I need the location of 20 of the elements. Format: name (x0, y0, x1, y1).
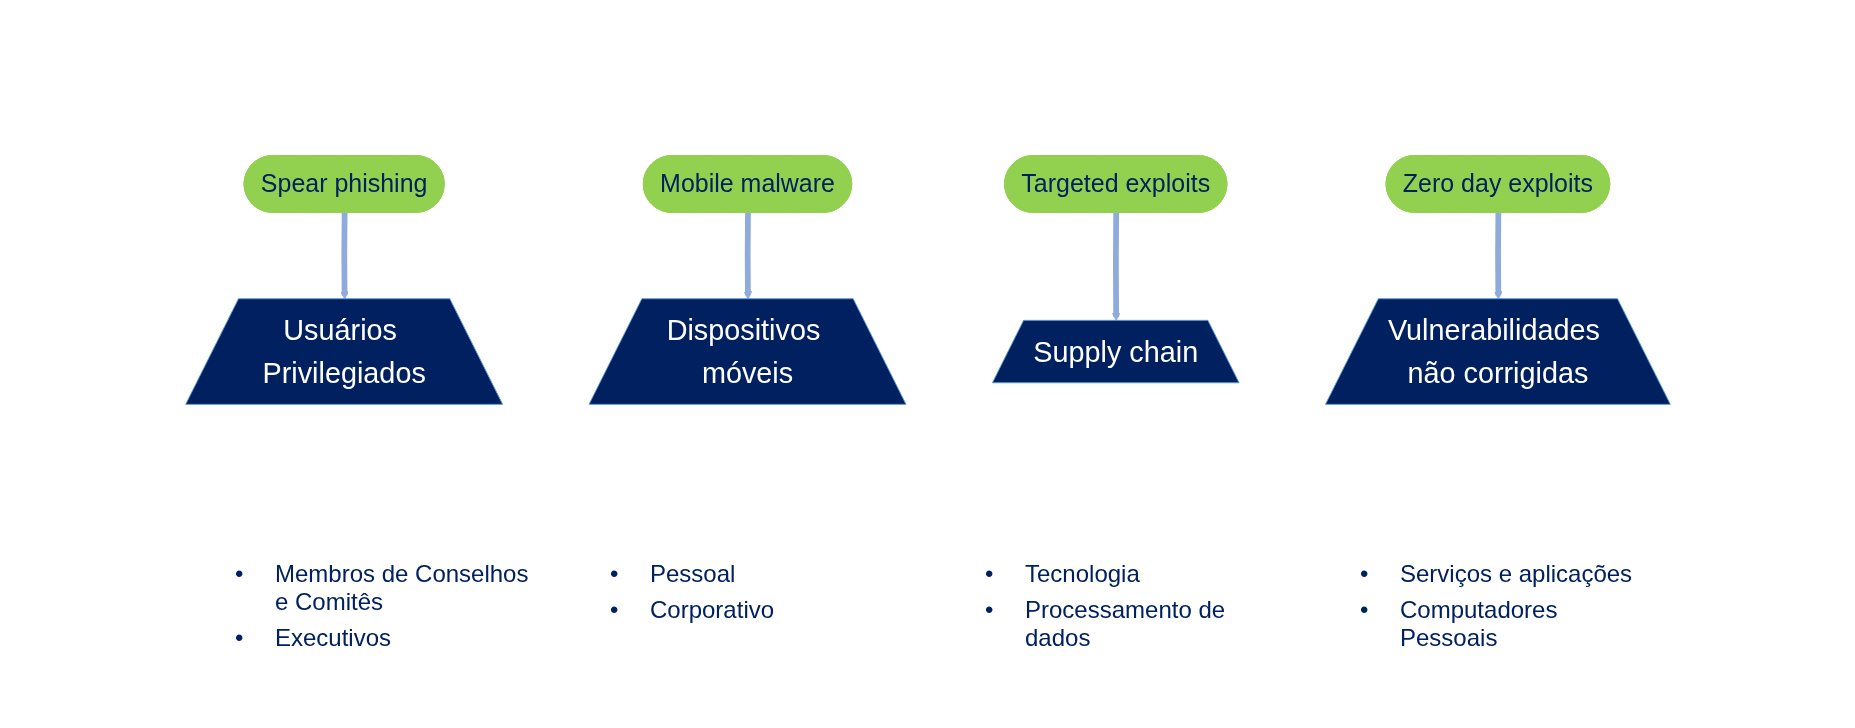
bullet-marker: • (610, 560, 620, 588)
bullet-text: Executivos (275, 624, 392, 652)
bullet-marker: • (985, 560, 995, 588)
bullet-marker: • (610, 596, 620, 624)
arrow (339, 212, 349, 300)
arrow (1493, 212, 1502, 300)
bullet-text: Corporativo (650, 596, 775, 624)
bullet-text: Processamento de dados (1025, 596, 1227, 652)
arrow (1111, 212, 1120, 322)
bullet-marker: • (235, 624, 245, 652)
bullet-marker: • (985, 596, 995, 625)
bullet-marker: • (1360, 560, 1370, 588)
arrow (743, 212, 752, 300)
bullet-marker: • (1360, 596, 1370, 625)
bullet-text: Membros de Conselhos e Comitês (275, 560, 530, 616)
bullet-text: Serviços e aplicações (1400, 560, 1633, 588)
bullet-text: Tecnologia (1025, 560, 1140, 588)
bullet-marker: • (235, 560, 245, 589)
bullet-text: Pessoal (650, 560, 736, 588)
bullet-text: Computadores Pessoais (1400, 596, 1559, 652)
